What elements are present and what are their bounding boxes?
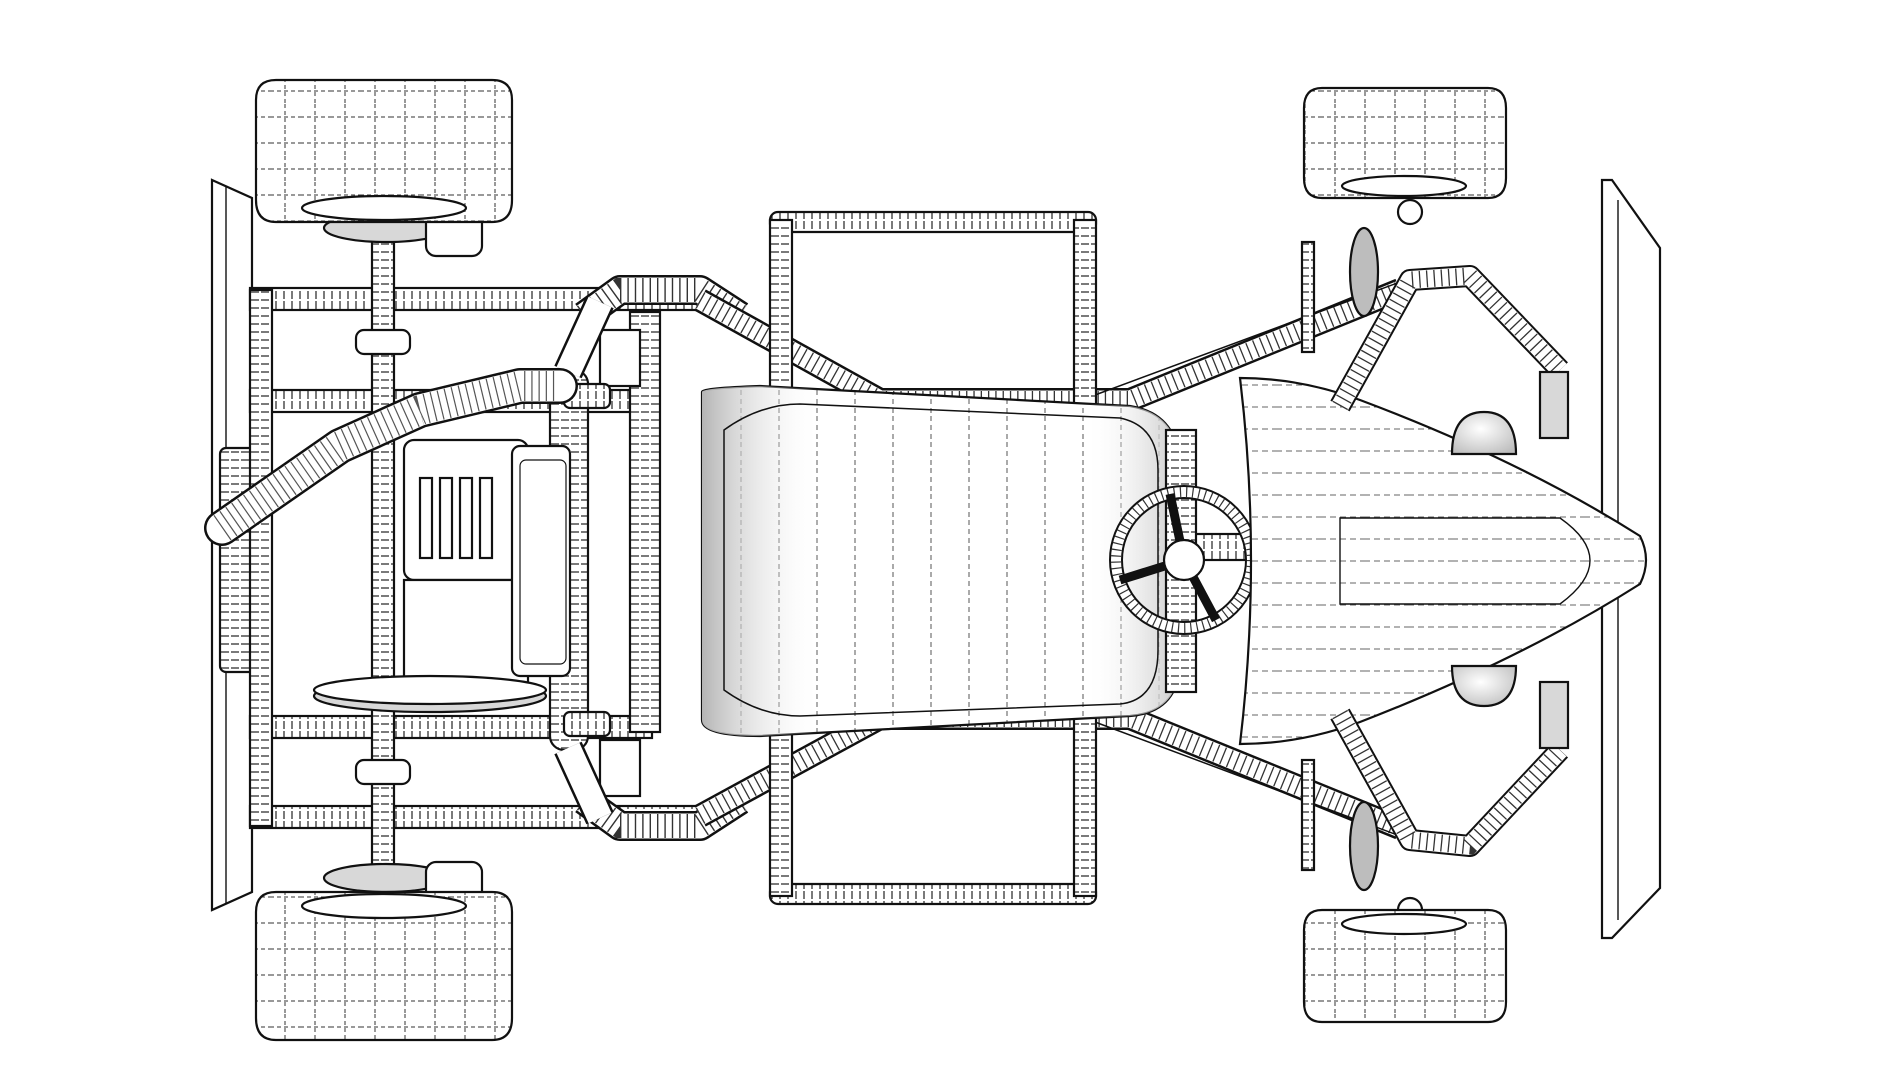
- nose-cone: [1238, 376, 1648, 746]
- front-suspension-right: [1300, 680, 1570, 924]
- exhaust-pipe: [204, 368, 578, 546]
- rear-sprocket: [312, 674, 548, 714]
- left-headlight: [1450, 410, 1518, 456]
- rear-axle: [354, 213, 412, 907]
- right-headlight: [1450, 664, 1518, 708]
- rear-left-wheel: [254, 78, 514, 258]
- right-side-pod: [768, 704, 1098, 906]
- engine: [402, 438, 572, 686]
- front-suspension-left: [1300, 198, 1570, 440]
- front-left-wheel: [1302, 86, 1508, 200]
- driver-seat: [700, 384, 1182, 738]
- left-side-pod: [768, 210, 1098, 412]
- front-right-wheel: [1302, 908, 1508, 1024]
- rear-right-wheel: [254, 860, 514, 1042]
